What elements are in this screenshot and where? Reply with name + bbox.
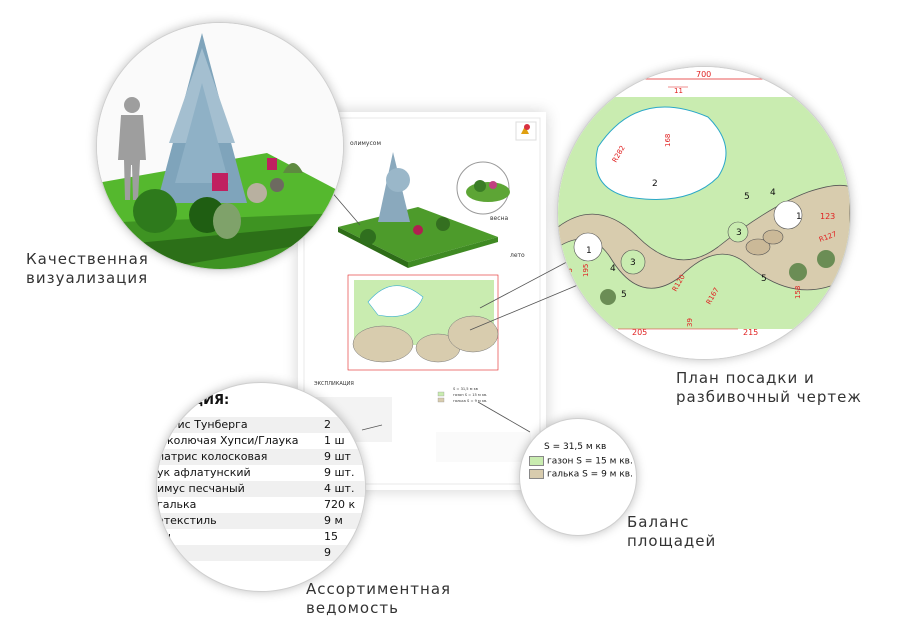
- caption-assortment-line1: Ассортиментная: [306, 580, 452, 598]
- dim-215: 215: [743, 328, 758, 337]
- caption-plan-line2: разбивочный чертеж: [676, 388, 862, 406]
- dim-11: 11: [674, 87, 683, 95]
- pebble-swatch: [529, 469, 544, 479]
- sheet-balance-lawn: газон S = 15 м кв.: [453, 393, 487, 397]
- caption-assortment-line2: ведомость: [306, 599, 399, 617]
- caption-plan: План посадки и разбивочный чертеж: [676, 369, 862, 407]
- caption-balance-line2: площадей: [627, 532, 717, 550]
- balance-pebble-row: галька S = 9 м кв.: [529, 469, 633, 480]
- caption-balance-line1: Баланс: [627, 513, 690, 531]
- plan-label-4a: 4: [610, 264, 616, 274]
- plan-label-1b: 1: [796, 212, 802, 222]
- legend-title: ЭКСПЛИКАЦИЯ: [314, 381, 354, 387]
- caption-visualization-line1: Качественная: [26, 250, 149, 268]
- plan-label-5a: 5: [621, 290, 627, 300]
- plan-label-1a: 1: [586, 246, 592, 256]
- caption-balance: Баланс площадей: [627, 513, 716, 551]
- dim-195: 195: [582, 264, 590, 277]
- dim-39: 39: [686, 318, 694, 327]
- dim-700: 700: [696, 70, 711, 79]
- dim-168: 168: [664, 134, 672, 147]
- balance-total: S = 31,5 м кв: [544, 442, 607, 452]
- plan-label-5c: 5: [744, 192, 750, 202]
- visualization-circle: [96, 22, 344, 270]
- balance-pebble: галька S = 9 м кв.: [547, 469, 633, 480]
- plan-label-3b: 3: [736, 228, 742, 238]
- plan-label-3a: 3: [630, 258, 636, 268]
- balance-lawn: газон S = 15 м кв.: [547, 456, 633, 467]
- label-spring: весна: [490, 215, 508, 222]
- garden-render: [97, 23, 343, 269]
- dim-205: 205: [632, 328, 647, 337]
- balance-lawn-row: газон S = 15 м кв.: [529, 456, 633, 467]
- caption-assortment: Ассортиментная ведомость: [306, 580, 451, 618]
- plan-label-5b: 5: [761, 274, 767, 284]
- assortment-header: АЦИЯ:: [181, 393, 230, 408]
- dim-158: 158: [794, 286, 802, 299]
- sheet-drawing: олимусом весна лето ЭКСПЛИКАЦИЯ S = 31,: [303, 117, 541, 485]
- planting-plan: 700 11 R282 168 205 39 215 R120 R167 R12…: [558, 67, 850, 359]
- plan-label-4b: 4: [770, 188, 776, 198]
- balance-circle: S = 31,5 м кв газон S = 15 м кв. галька …: [519, 418, 637, 536]
- plan-label-2: 2: [652, 179, 658, 189]
- caption-visualization: Качественная визуализация: [26, 250, 149, 288]
- lawn-swatch: [529, 456, 544, 466]
- sheet-balance-pebble: галька S = 9 м кв.: [453, 399, 487, 403]
- plan-circle: 700 11 R282 168 205 39 215 R120 R167 R12…: [557, 66, 851, 360]
- caption-plan-line1: План посадки и: [676, 369, 815, 387]
- dim-75: 75: [566, 268, 574, 277]
- dim-123: 123: [820, 212, 835, 221]
- caption-visualization-line2: визуализация: [26, 269, 149, 287]
- label-summer: лето: [510, 252, 525, 259]
- sheet-title: олимусом: [350, 140, 381, 147]
- sheet-balance-s: S = 31,5 м кв: [453, 387, 478, 391]
